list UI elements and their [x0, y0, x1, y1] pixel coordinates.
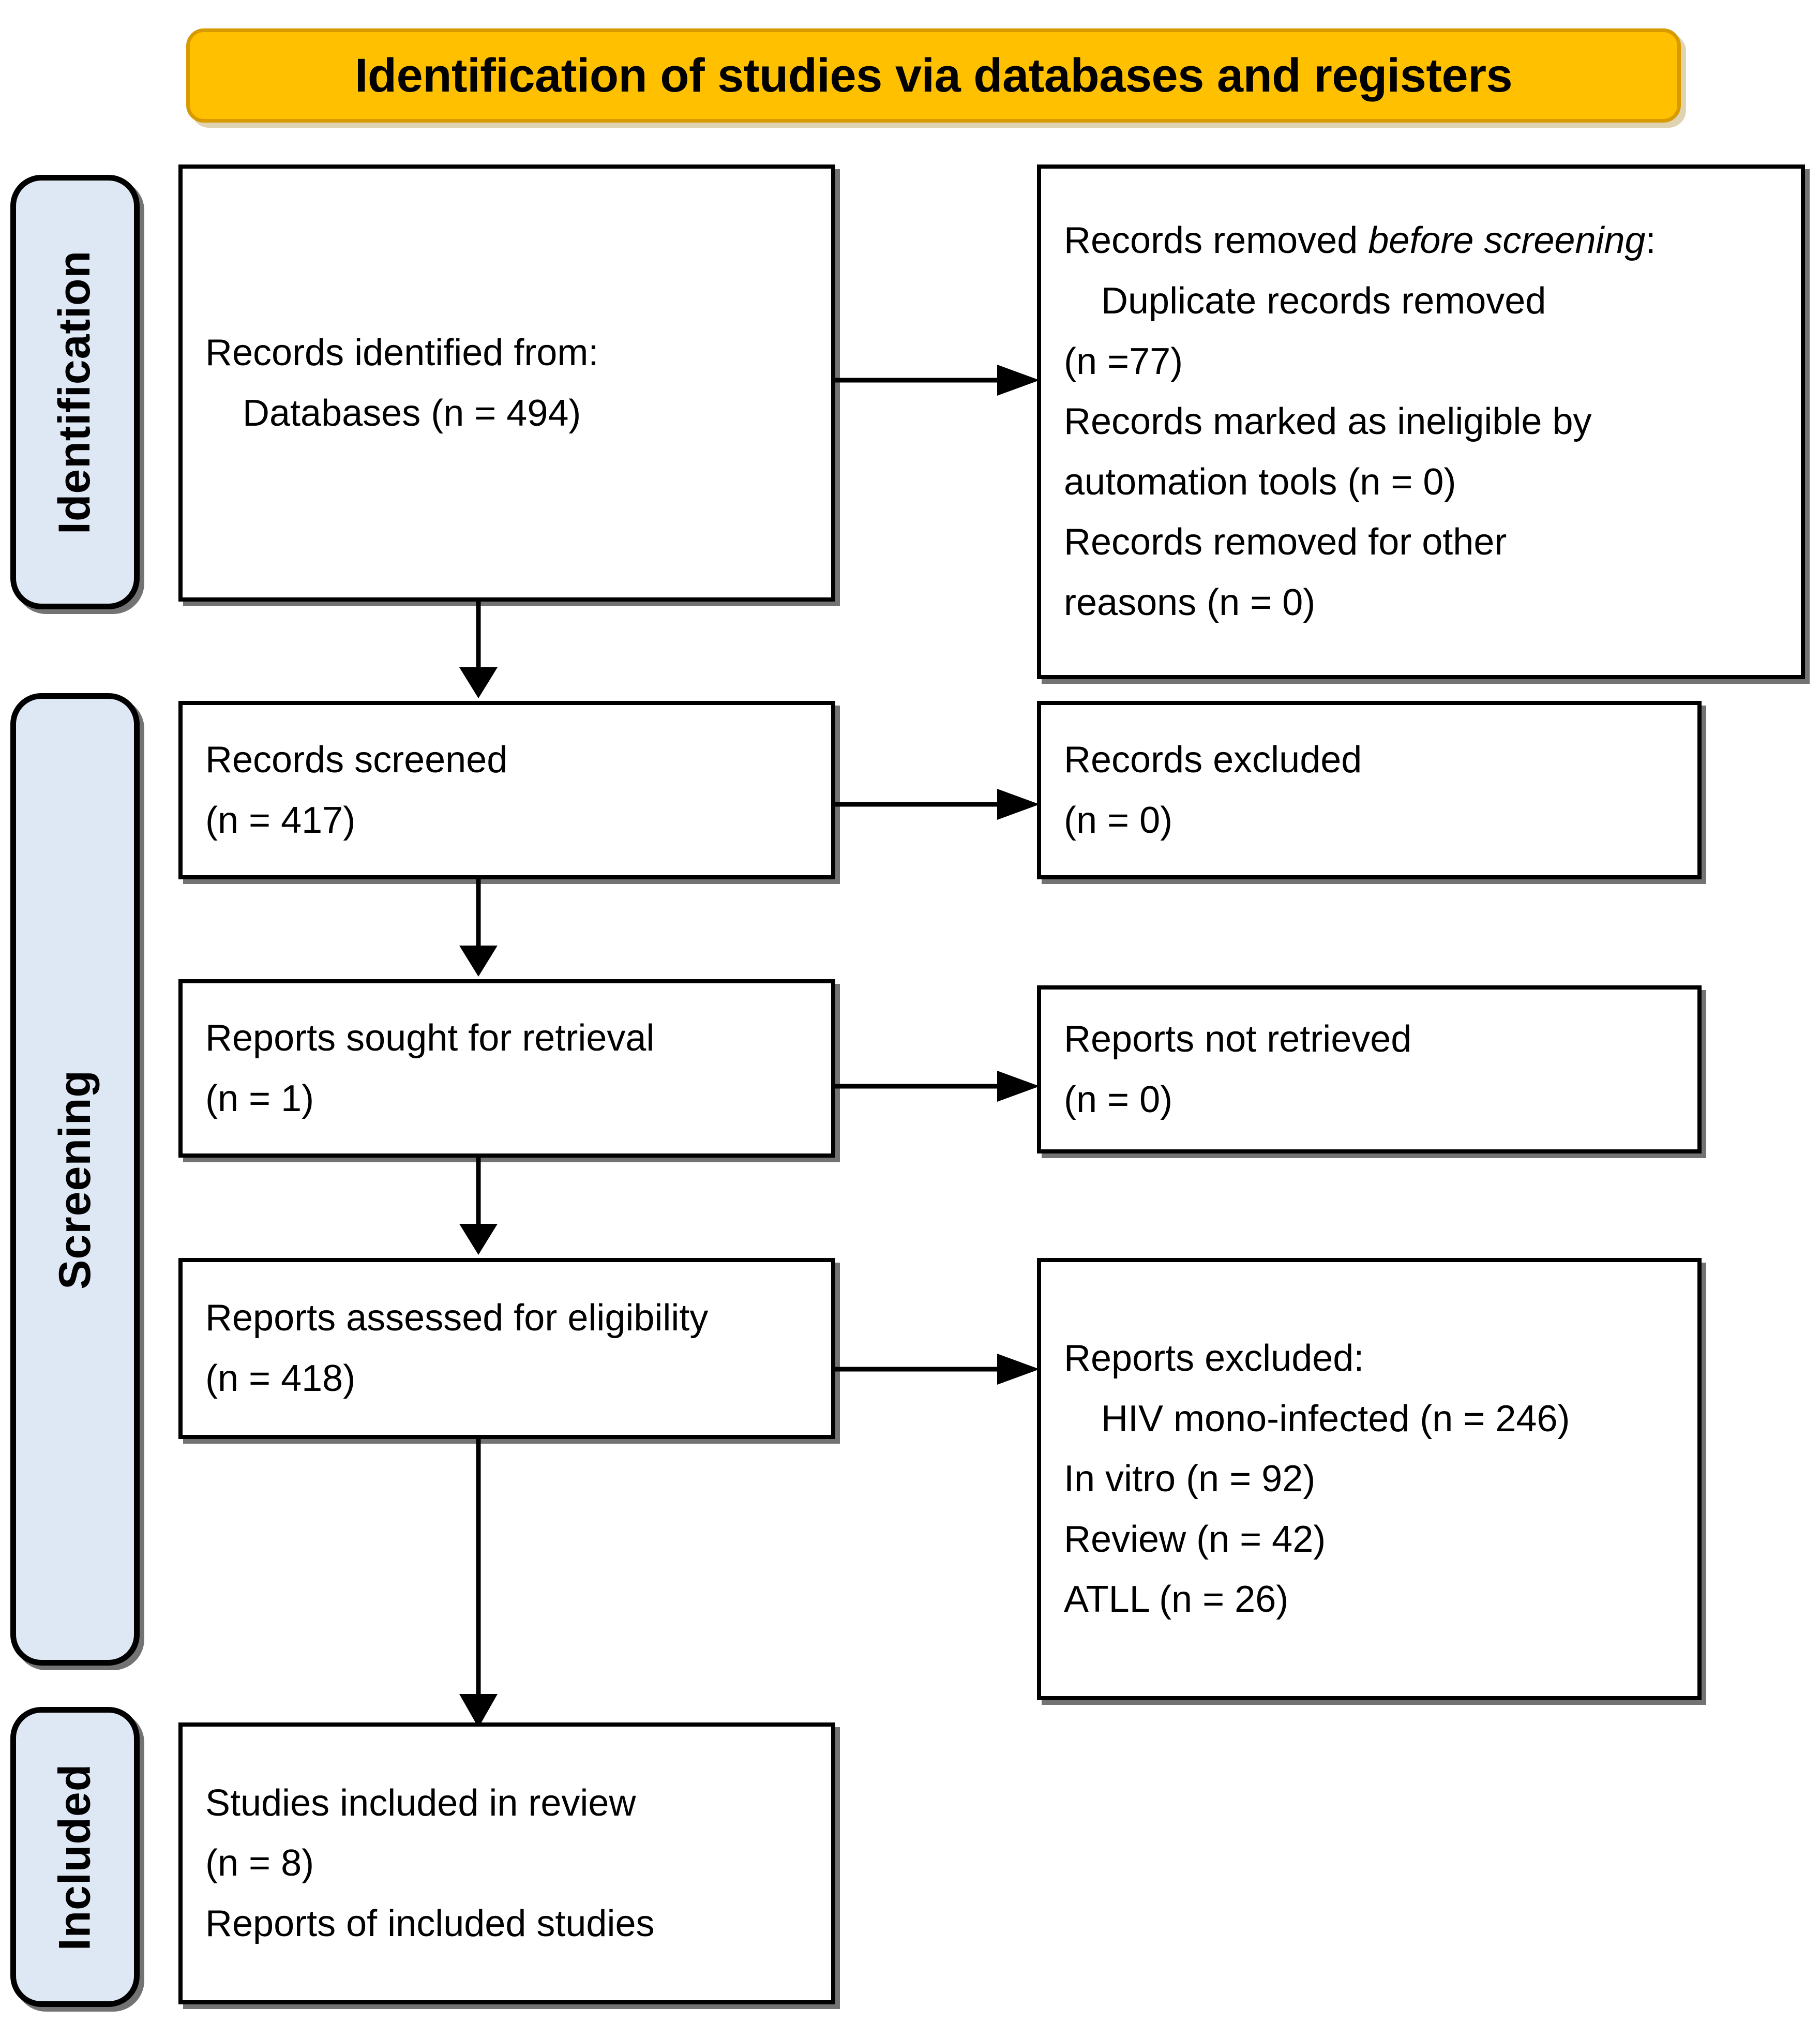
studies-included-line-2: (n = 8)	[205, 1842, 314, 1884]
reports-assessed-line-1: Reports assessed for eligibility	[205, 1297, 709, 1339]
reports-not-retrieved-line-1: Reports not retrieved	[1064, 1018, 1412, 1060]
reports-excluded-line-3: In vitro (n = 92)	[1064, 1458, 1316, 1500]
box-records-identified: Records identified from: Databases (n = …	[178, 164, 835, 602]
arrow-identified-to-screened	[455, 600, 502, 698]
arrow-sought-to-not-retrieved	[833, 1068, 1040, 1104]
box-studies-included: Studies included in review (n = 8) Repor…	[178, 1722, 835, 2004]
records-excluded-line-1: Records excluded	[1064, 739, 1362, 781]
records-removed-line-4: Records marked as ineligible by	[1064, 401, 1592, 443]
stage-pill-included: Included	[10, 1707, 140, 2007]
box-reports-excluded: Reports excluded: HIV mono-infected (n =…	[1037, 1258, 1702, 1700]
box-reports-sought: Reports sought for retrieval (n = 1)	[178, 979, 835, 1158]
diagram-title-text: Identification of studies via databases …	[354, 49, 1513, 102]
diagram-title-banner: Identification of studies via databases …	[186, 28, 1681, 123]
records-removed-heading-italic: before screening	[1368, 220, 1646, 262]
records-removed-line-5: automation tools (n = 0)	[1064, 461, 1456, 503]
records-removed-heading: Records removed before screening:	[1064, 211, 1778, 271]
reports-sought-line-1: Reports sought for retrieval	[205, 1017, 655, 1059]
box-reports-assessed: Reports assessed for eligibility (n = 41…	[178, 1258, 835, 1439]
studies-included-line-3: Reports of included studies	[205, 1902, 655, 1944]
box-reports-not-retrieved: Reports not retrieved (n = 0)	[1037, 985, 1702, 1153]
reports-assessed-line-2: (n = 418)	[205, 1358, 356, 1399]
reports-excluded-line-1: Reports excluded:	[1064, 1337, 1364, 1379]
reports-not-retrieved-line-2: (n = 0)	[1064, 1078, 1173, 1120]
box-records-excluded: Records excluded (n = 0)	[1037, 701, 1702, 879]
stage-label-identification: Identification	[50, 250, 100, 534]
arrow-screened-to-sought	[455, 878, 502, 977]
stage-pill-identification: Identification	[10, 175, 140, 609]
records-removed-line-7: reasons (n = 0)	[1064, 582, 1316, 624]
arrow-identified-to-removed	[833, 362, 1040, 398]
box-records-removed: Records removed before screening: Duplic…	[1037, 164, 1805, 679]
records-removed-line-2: Duplicate records removed	[1101, 280, 1546, 322]
studies-included-line-1: Studies included in review	[205, 1782, 636, 1824]
arrow-assessed-to-included	[455, 1438, 502, 1728]
arrow-screened-to-excluded	[833, 786, 1040, 822]
reports-excluded-line-4: Review (n = 42)	[1064, 1518, 1326, 1560]
arrow-sought-to-assessed	[455, 1157, 502, 1255]
records-removed-line-3: (n =77)	[1064, 340, 1183, 382]
records-screened-line-1: Records screened	[205, 739, 508, 781]
reports-sought-line-2: (n = 1)	[205, 1077, 314, 1119]
stage-label-included: Included	[50, 1763, 100, 1951]
records-identified-line-2: Databases (n = 494)	[243, 392, 581, 434]
records-identified-line-1: Records identified from:	[205, 332, 599, 373]
records-screened-line-2: (n = 417)	[205, 799, 356, 841]
reports-excluded-line-2: HIV mono-infected (n = 246)	[1101, 1398, 1570, 1440]
reports-excluded-line-5: ATLL (n = 26)	[1064, 1579, 1289, 1621]
records-removed-heading-prefix: Records removed	[1064, 220, 1368, 262]
records-removed-line-6: Records removed for other	[1064, 521, 1507, 563]
records-removed-heading-suffix: :	[1645, 220, 1656, 262]
arrow-assessed-to-excluded	[833, 1351, 1040, 1387]
records-excluded-line-2: (n = 0)	[1064, 799, 1173, 841]
stage-label-screening: Screening	[50, 1069, 100, 1290]
box-records-screened: Records screened (n = 417)	[178, 701, 835, 879]
stage-pill-screening: Screening	[10, 693, 140, 1666]
